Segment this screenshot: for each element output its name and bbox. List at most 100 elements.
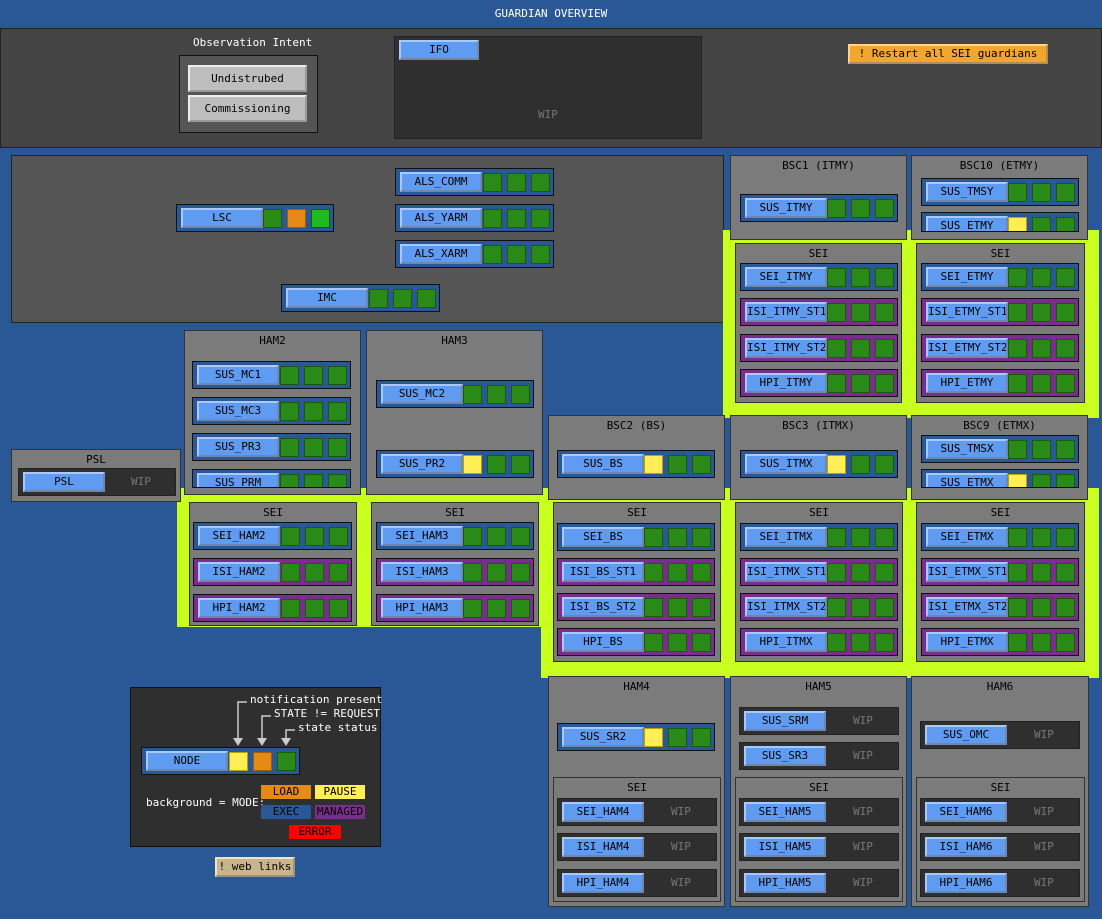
notification-indicator bbox=[483, 245, 502, 264]
sei-ham2-button[interactable]: SEI_HAM2 bbox=[198, 526, 280, 546]
isi-ham4-button[interactable]: ISI_HAM4 bbox=[562, 837, 644, 857]
state-request-indicator bbox=[1032, 528, 1051, 547]
notification-indicator bbox=[827, 303, 846, 322]
state-status-indicator bbox=[1056, 563, 1075, 582]
isi-itmy-st1-button[interactable]: ISI_ITMY_ST1 bbox=[745, 302, 827, 322]
sei-itmx-button[interactable]: SEI_ITMX bbox=[745, 527, 827, 547]
lsc-button[interactable]: LSC bbox=[181, 208, 263, 228]
wip-text: WIP bbox=[853, 749, 873, 762]
isi-itmx-st1-button[interactable]: ISI_ITMX_ST1 bbox=[745, 562, 827, 582]
hpi-ham3-button[interactable]: HPI_HAM3 bbox=[381, 598, 463, 618]
sus-tmsy-button[interactable]: SUS_TMSY bbox=[926, 182, 1008, 202]
state-status-indicator bbox=[1056, 474, 1075, 487]
state-request-indicator bbox=[1032, 440, 1051, 459]
sus-mc3-button[interactable]: SUS_MC3 bbox=[197, 401, 279, 421]
sus-omc-button[interactable]: SUS_OMC bbox=[925, 725, 1007, 745]
state-status-indicator bbox=[875, 528, 894, 547]
sus-tmsx-button[interactable]: SUS_TMSX bbox=[926, 439, 1008, 459]
als-yarm-button[interactable]: ALS_YARM bbox=[400, 208, 482, 228]
sei-bs-button[interactable]: SEI_BS bbox=[562, 527, 644, 547]
hpi-ham4-button[interactable]: HPI_HAM4 bbox=[562, 873, 644, 893]
isi-ham3-button[interactable]: ISI_HAM3 bbox=[381, 562, 463, 582]
als-xarm-button[interactable]: ALS_XARM bbox=[400, 244, 482, 264]
web-links-button[interactable]: ! web links bbox=[215, 857, 295, 877]
commissioning-button[interactable]: Commissioning bbox=[188, 95, 307, 122]
legend-managed-chip: MANAGED bbox=[315, 805, 365, 819]
state-status-indicator bbox=[531, 209, 550, 228]
hpi-ham2-button[interactable]: HPI_HAM2 bbox=[198, 598, 280, 618]
isi-etmy-st2-button[interactable]: ISI_ETMY_ST2 bbox=[926, 338, 1008, 358]
sus-etmy-button[interactable]: SUS_ETMY bbox=[926, 216, 1008, 231]
notification-indicator bbox=[483, 173, 502, 192]
state-status-indicator bbox=[417, 289, 436, 308]
isi-itmx-st2-button[interactable]: ISI_ITMX_ST2 bbox=[745, 597, 827, 617]
notification-indicator bbox=[280, 366, 299, 385]
sei-ham4-button[interactable]: SEI_HAM4 bbox=[562, 802, 644, 822]
isi-etmy-st1-button[interactable]: ISI_ETMY_ST1 bbox=[926, 302, 1008, 322]
notification-indicator bbox=[827, 598, 846, 617]
hpi-ham5-button[interactable]: HPI_HAM5 bbox=[744, 873, 826, 893]
sus-mc2-button[interactable]: SUS_MC2 bbox=[381, 384, 463, 404]
sus-etmx-button[interactable]: SUS_ETMX bbox=[926, 473, 1008, 487]
state-request-indicator bbox=[1032, 217, 1051, 231]
isi-ham5-button[interactable]: ISI_HAM5 bbox=[744, 837, 826, 857]
isi-bs-st2-button[interactable]: ISI_BS_ST2 bbox=[562, 597, 644, 617]
sei-itmy-button[interactable]: SEI_ITMY bbox=[745, 267, 827, 287]
panel-title: SEI bbox=[990, 781, 1011, 794]
state-status-indicator bbox=[311, 209, 330, 228]
restart-sei-guardians-button[interactable]: ! Restart all SEI guardians bbox=[848, 44, 1048, 64]
hpi-itmx-button[interactable]: HPI_ITMX bbox=[745, 632, 827, 652]
legend-load-chip: LOAD bbox=[261, 785, 311, 799]
panel-title: HAM3 bbox=[441, 334, 468, 347]
node-sei-ham6: SEI_HAM6 WIP bbox=[920, 798, 1080, 826]
sus-itmx-button[interactable]: SUS_ITMX bbox=[745, 454, 827, 474]
als-comm-button[interactable]: ALS_COMM bbox=[400, 172, 482, 192]
state-status-indicator bbox=[328, 474, 347, 487]
hpi-etmy-button[interactable]: HPI_ETMY bbox=[926, 373, 1008, 393]
sus-sr3-button[interactable]: SUS_SR3 bbox=[744, 746, 826, 766]
state-request-indicator bbox=[851, 455, 870, 474]
legend-error-chip: ERROR bbox=[289, 825, 341, 839]
state-status-indicator bbox=[1056, 303, 1075, 322]
isi-etmx-st2-button[interactable]: ISI_ETMX_ST2 bbox=[926, 597, 1008, 617]
sus-prm-button[interactable]: SUS_PRM bbox=[197, 473, 279, 487]
isi-itmy-st2-button[interactable]: ISI_ITMY_ST2 bbox=[745, 338, 827, 358]
psl-button[interactable]: PSL bbox=[23, 472, 105, 492]
undisturbed-button[interactable]: Undistrubed bbox=[188, 65, 307, 92]
node-sus-tmsx: SUS_TMSX bbox=[921, 435, 1079, 463]
notification-indicator bbox=[644, 598, 663, 617]
state-status-indicator bbox=[1056, 440, 1075, 459]
ifo-button[interactable]: IFO bbox=[399, 40, 479, 60]
isi-ham6-button[interactable]: ISI_HAM6 bbox=[925, 837, 1007, 857]
sei-ham6-button[interactable]: SEI_HAM6 bbox=[925, 802, 1007, 822]
state-status-indicator bbox=[875, 339, 894, 358]
hpi-ham6-button[interactable]: HPI_HAM6 bbox=[925, 873, 1007, 893]
sei-ham3-button[interactable]: SEI_HAM3 bbox=[381, 526, 463, 546]
hpi-bs-button[interactable]: HPI_BS bbox=[562, 632, 644, 652]
isi-etmx-st1-button[interactable]: ISI_ETMX_ST1 bbox=[926, 562, 1008, 582]
sus-mc1-button[interactable]: SUS_MC1 bbox=[197, 365, 279, 385]
notification-indicator bbox=[827, 633, 846, 652]
sus-sr2-button[interactable]: SUS_SR2 bbox=[562, 727, 644, 747]
node-sus-omc: SUS_OMC WIP bbox=[920, 721, 1080, 749]
legend-exec-chip: EXEC bbox=[261, 805, 311, 819]
hpi-itmy-button[interactable]: HPI_ITMY bbox=[745, 373, 827, 393]
sus-itmy-button[interactable]: SUS_ITMY bbox=[745, 198, 827, 218]
isi-ham2-button[interactable]: ISI_HAM2 bbox=[198, 562, 280, 582]
sei-ham5-button[interactable]: SEI_HAM5 bbox=[744, 802, 826, 822]
panel-title: SEI bbox=[990, 247, 1011, 260]
hpi-etmx-button[interactable]: HPI_ETMX bbox=[926, 632, 1008, 652]
isi-bs-st1-button[interactable]: ISI_BS_ST1 bbox=[562, 562, 644, 582]
legend-node-button[interactable]: NODE bbox=[146, 751, 228, 771]
sus-bs-button[interactable]: SUS_BS bbox=[562, 454, 644, 474]
imc-button[interactable]: IMC bbox=[286, 288, 368, 308]
state-request-indicator bbox=[393, 289, 412, 308]
panel-title: SEI bbox=[808, 247, 829, 260]
sei-etmx-button[interactable]: SEI_ETMX bbox=[926, 527, 1008, 547]
sus-pr3-button[interactable]: SUS_PR3 bbox=[197, 437, 279, 457]
sus-pr2-button[interactable]: SUS_PR2 bbox=[381, 454, 463, 474]
sus-srm-button[interactable]: SUS_SRM bbox=[744, 711, 826, 731]
notification-indicator bbox=[1008, 183, 1027, 202]
panel-title: BSC9 (ETMX) bbox=[963, 419, 1036, 432]
sei-etmy-button[interactable]: SEI_ETMY bbox=[926, 267, 1008, 287]
